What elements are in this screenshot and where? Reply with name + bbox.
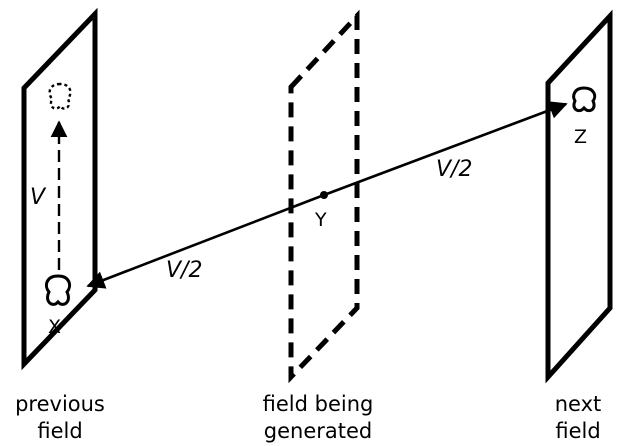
previous-field-panel <box>21 7 98 371</box>
label-v-half-right: V/2 <box>436 157 472 182</box>
caption-previous-line1: previous <box>15 392 105 416</box>
caption-next-line1: next <box>554 392 602 416</box>
caption-next-field: next field <box>546 391 610 445</box>
vector-half-left <box>86 193 325 289</box>
generated-field-panel <box>288 9 360 384</box>
label-v-half-left: V/2 <box>166 258 202 283</box>
label-point-x: X <box>48 316 61 338</box>
object-x-icon <box>44 274 72 306</box>
label-point-y: Y <box>314 209 327 231</box>
caption-previous-field: previous field <box>10 391 110 445</box>
caption-generated-line1: field being <box>262 392 374 416</box>
label-point-z: Z <box>574 126 587 148</box>
point-y-dot <box>320 191 328 199</box>
caption-generated-line2: generated <box>263 419 373 443</box>
object-z-icon <box>572 86 597 113</box>
caption-previous-line2: field <box>37 419 83 443</box>
label-v: V <box>30 185 47 210</box>
ghost-object-icon <box>48 82 72 110</box>
caption-next-line2: field <box>555 419 601 443</box>
next-field-panel <box>545 9 613 384</box>
vector-half-right <box>323 101 568 197</box>
caption-generated-field: field being generated <box>243 391 393 445</box>
